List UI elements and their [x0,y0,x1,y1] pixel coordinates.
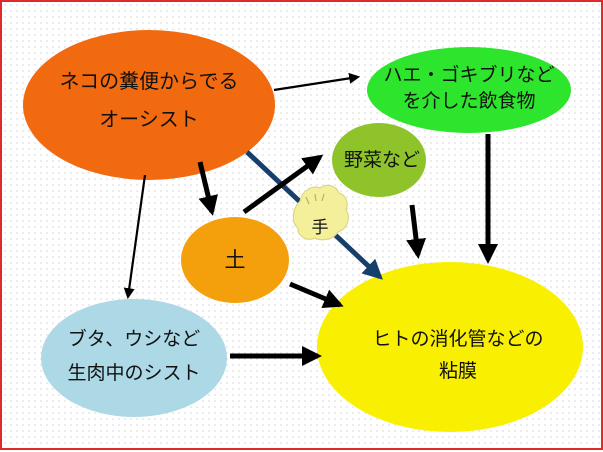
human-label-line2: 粘膜 [439,360,477,382]
hand-icon [292,184,349,241]
vegetables-label: 野菜など [344,149,420,171]
hand-label: 手 [312,218,329,238]
arrow-vegetables-to-human [406,204,427,259]
livestock-meat-node [41,299,227,417]
human-label-line1: ヒトの消化管などの [372,328,543,350]
cat-feces-node [23,30,275,180]
cat-feces-label-line2: オーシスト [99,107,199,131]
soil-node [181,217,289,303]
arrow-cat-to-livestock [123,174,147,300]
cat-feces-label-line1: ネコの糞便からでる [60,69,239,93]
arrow-cat-to-soil [197,161,218,216]
human-mucosa-node [317,262,583,432]
flies-label-line2: を介した飲食物 [402,90,535,112]
flies-roaches-node [367,47,571,133]
arrow-soil-to-human [289,281,344,309]
arrow-soil-to-vegetables [242,154,324,215]
livestock-label-line2: 生肉中のシスト [67,362,200,384]
vegetables-node [332,123,426,197]
arrow-cat-to-flies [273,72,361,92]
livestock-label-line1: ブタ、ウシなど [68,327,200,350]
flies-label-line1: ハエ・ゴキブリなど [383,63,554,86]
soil-label: 土 [225,248,246,272]
